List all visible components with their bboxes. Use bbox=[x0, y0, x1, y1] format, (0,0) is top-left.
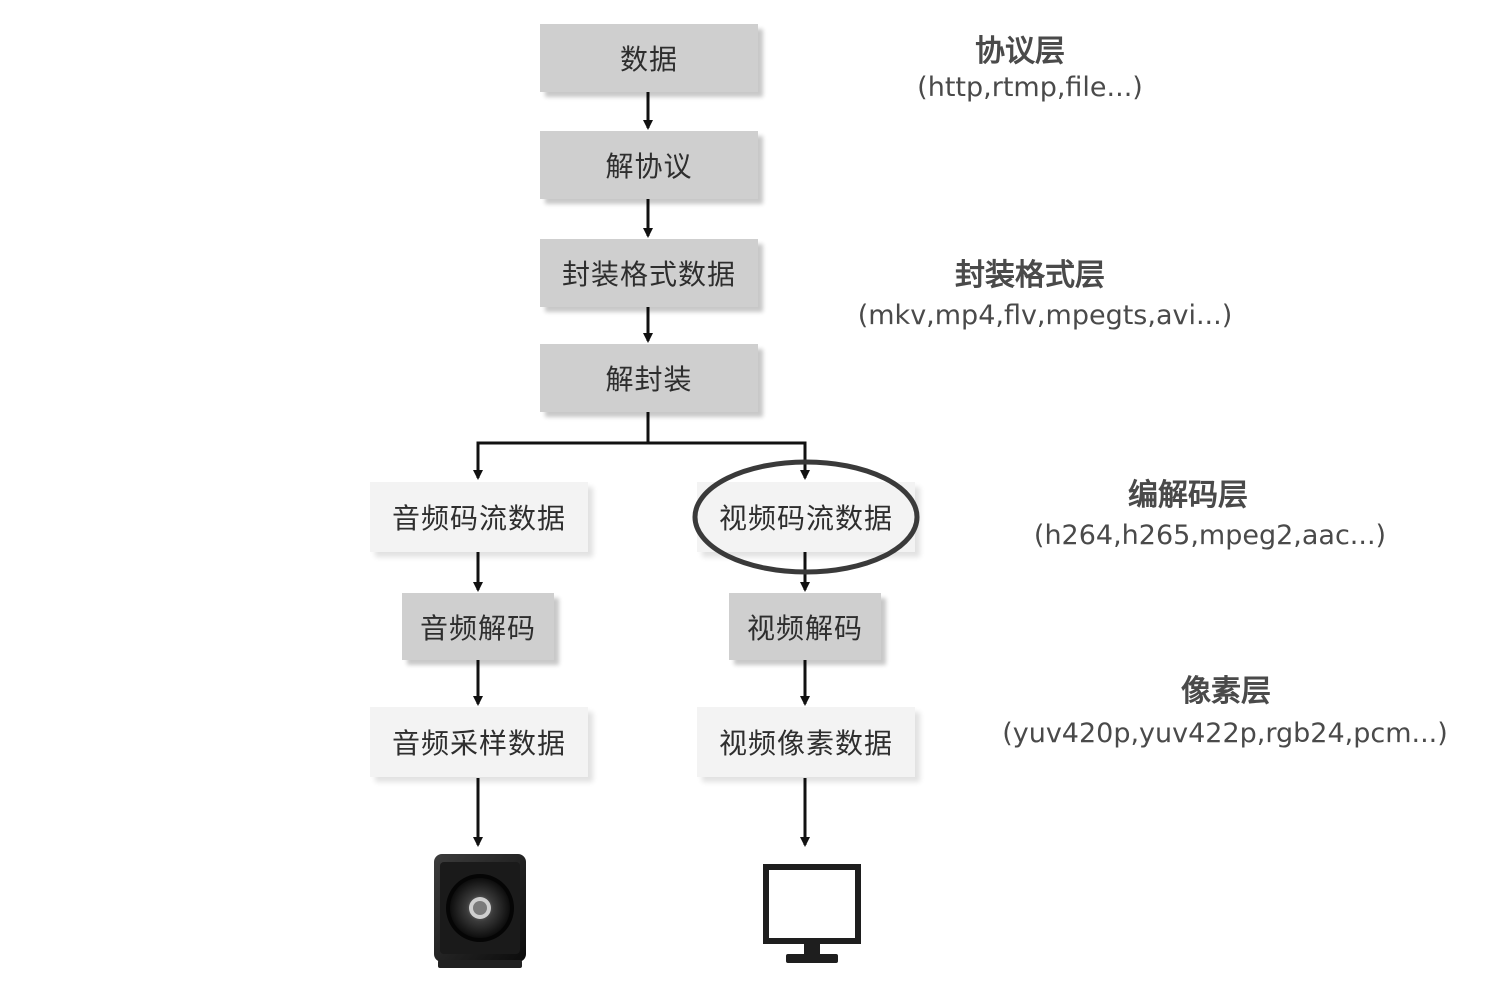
layer-title-protocol: 协议层 bbox=[975, 34, 1065, 69]
split-connector bbox=[473, 412, 650, 480]
monitor-icon bbox=[763, 864, 861, 963]
layer-examples-container: (mkv,mp4,flv,mpegts,avi...) bbox=[857, 300, 1233, 331]
node-audio-decode: 音频解码 bbox=[402, 593, 554, 660]
node-deprotocol: 解协议 bbox=[540, 131, 758, 199]
node-container-data: 封装格式数据 bbox=[540, 239, 758, 307]
layer-title-codec: 编解码层 bbox=[1128, 478, 1248, 513]
layer-title-pixel: 像素层 bbox=[1181, 674, 1271, 709]
split-connector-right bbox=[648, 441, 810, 480]
node-video-pixels: 视频像素数据 bbox=[697, 707, 915, 777]
node-video-decode: 视频解码 bbox=[729, 593, 881, 660]
layer-title-container: 封装格式层 bbox=[955, 258, 1105, 293]
node-demux: 解封装 bbox=[540, 344, 758, 412]
layer-examples-protocol: (http,rtmp,file...) bbox=[917, 72, 1143, 103]
node-video-stream: 视频码流数据 bbox=[697, 482, 915, 552]
speaker-icon bbox=[434, 854, 526, 968]
layer-examples-pixel: (yuv420p,yuv422p,rgb24,pcm...) bbox=[1002, 718, 1448, 749]
node-data: 数据 bbox=[540, 24, 758, 92]
node-audio-samples: 音频采样数据 bbox=[370, 707, 588, 777]
node-audio-stream: 音频码流数据 bbox=[370, 482, 588, 552]
layer-examples-codec: (h264,h265,mpeg2,aac...) bbox=[1033, 520, 1387, 551]
